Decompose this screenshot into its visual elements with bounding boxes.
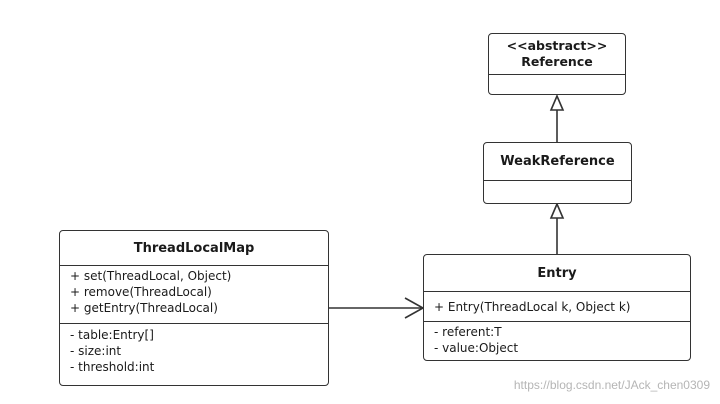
class-weakreference-header: WeakReference xyxy=(484,143,631,181)
inheritance-arrowhead-weakreference xyxy=(549,201,565,219)
field-size: - size:int xyxy=(70,344,122,358)
class-reference[interactable]: <<abstract>> Reference xyxy=(488,33,626,95)
method-set: + set(ThreadLocal, Object) xyxy=(70,269,232,283)
threadlocalmap-methods: + set(ThreadLocal, Object) + remove(Thre… xyxy=(60,266,328,324)
class-weakreference-body xyxy=(484,181,631,203)
reference-name: Reference xyxy=(521,54,593,69)
class-entry-header: Entry xyxy=(424,255,690,292)
method-remove: + remove(ThreadLocal) xyxy=(70,285,212,299)
watermark: https://blog.csdn.net/JAck_chen0309 xyxy=(513,378,710,392)
class-reference-header: <<abstract>> Reference xyxy=(489,34,625,75)
entry-name: Entry xyxy=(537,265,577,281)
inheritance-arrowhead-reference xyxy=(549,93,565,111)
weakreference-name: WeakReference xyxy=(500,154,615,169)
class-weakreference[interactable]: WeakReference xyxy=(483,142,632,204)
entry-fields: - referent:T - value:Object xyxy=(424,322,690,360)
field-threshold: - threshold:int xyxy=(70,360,155,374)
threadlocalmap-fields: - table:Entry[] - size:int - threshold:i… xyxy=(60,324,328,385)
field-referent: - referent:T xyxy=(434,325,502,339)
reference-stereotype: <<abstract>> xyxy=(506,38,608,53)
field-table: - table:Entry[] xyxy=(70,328,154,342)
class-threadlocalmap-header: ThreadLocalMap xyxy=(60,231,328,266)
field-value: - value:Object xyxy=(434,341,519,355)
class-entry[interactable]: Entry + Entry(ThreadLocal k, Object k) -… xyxy=(423,254,691,361)
entry-methods: + Entry(ThreadLocal k, Object k) xyxy=(424,292,690,322)
threadlocalmap-name: ThreadLocalMap xyxy=(133,240,255,256)
class-reference-body xyxy=(489,75,625,94)
class-threadlocalmap[interactable]: ThreadLocalMap + set(ThreadLocal, Object… xyxy=(59,230,329,386)
method-entry-constructor: + Entry(ThreadLocal k, Object k) xyxy=(434,299,631,314)
method-getentry: + getEntry(ThreadLocal) xyxy=(70,301,218,315)
